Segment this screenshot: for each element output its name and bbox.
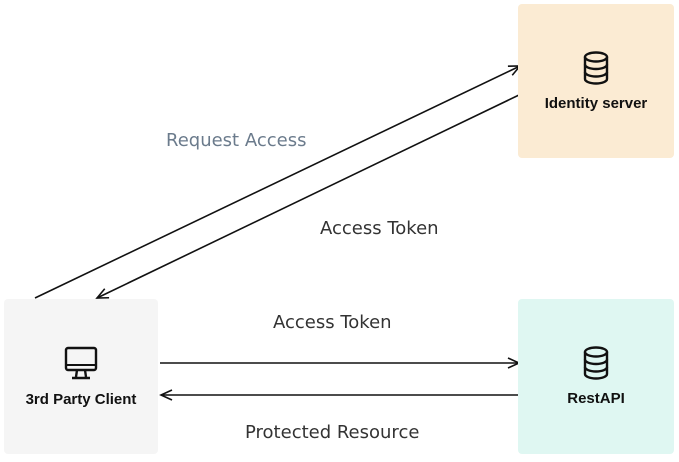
access-token-return-label: Access Token <box>320 218 439 239</box>
database-icon <box>582 346 610 380</box>
third-party-client-node: 3rd Party Client <box>4 299 158 454</box>
restapi-node: RestAPI <box>518 299 674 454</box>
request-access-label: Request Access <box>166 130 307 151</box>
arrow-request-access <box>34 65 522 299</box>
database-icon <box>582 50 610 85</box>
protected-resource-label: Protected Resource <box>245 422 420 443</box>
monitor-icon <box>63 345 99 381</box>
restapi-label: RestAPI <box>567 390 625 407</box>
third-party-client-label: 3rd Party Client <box>25 391 137 408</box>
identity-server-label: Identity server <box>544 94 648 112</box>
identity-server-node: Identity server <box>518 4 674 158</box>
arrow-access-token-return <box>95 94 520 299</box>
access-token-to-api-label: Access Token <box>273 312 392 333</box>
